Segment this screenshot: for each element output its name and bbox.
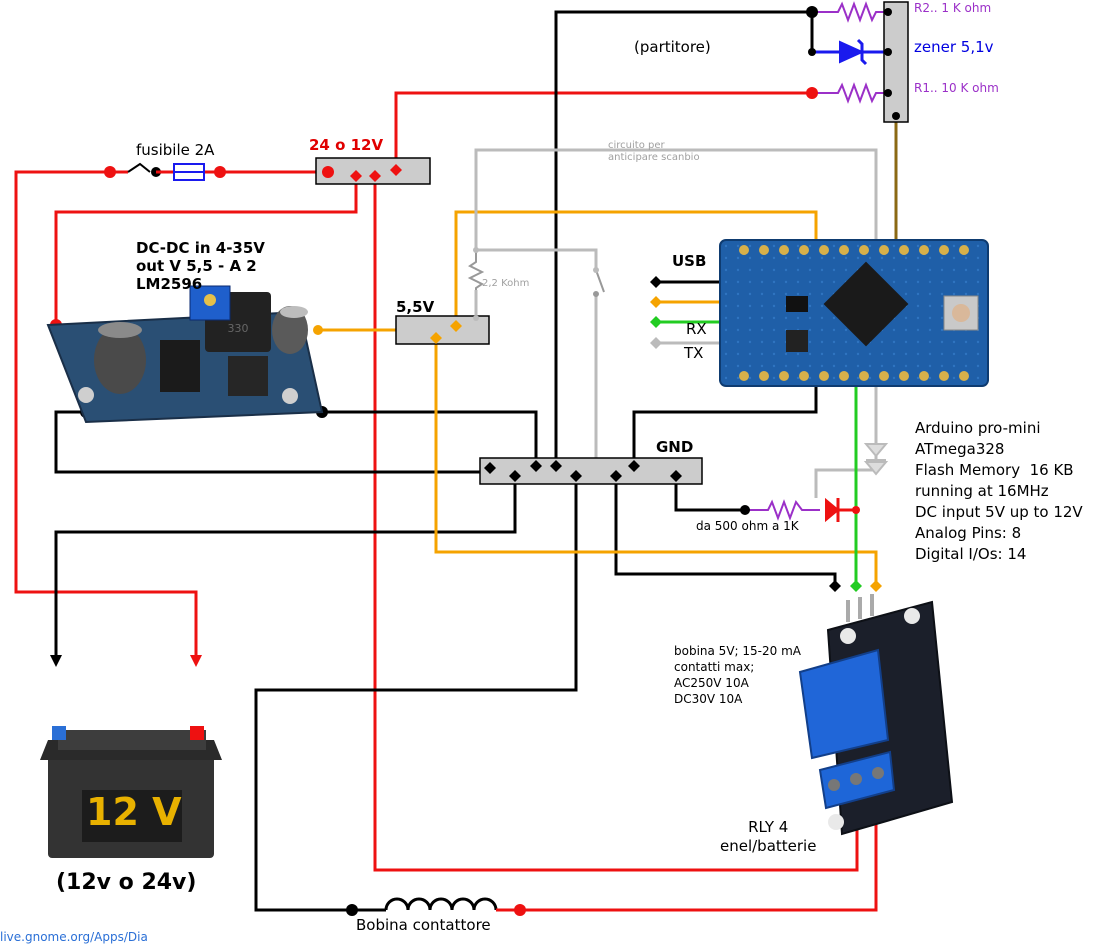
- rail-55v-label: 5,5V: [396, 298, 435, 316]
- wire-led-ground: [674, 477, 745, 512]
- flyback-diode: [863, 443, 889, 476]
- resistor-2k2: [467, 250, 485, 290]
- circuit-note-label: circuito per anticipare scanbio: [608, 140, 700, 163]
- partitore-label: (partitore): [634, 38, 711, 56]
- red-led: [825, 497, 856, 523]
- zener-label: zener 5,1v: [914, 38, 994, 56]
- wire-led-signal: [814, 372, 878, 498]
- components: [467, 1, 889, 523]
- relay-specs: bobina 5V; 15-20 mA contatti max; AC250V…: [674, 644, 801, 706]
- fuse: [110, 162, 220, 181]
- input-voltage-label: 24 o 12V: [309, 136, 384, 154]
- gnd-label: GND: [656, 438, 694, 456]
- usb-label: USB: [672, 252, 707, 270]
- wire-dcdc-ground2: [322, 410, 538, 465]
- zener-diode: [812, 38, 888, 66]
- divider-rail: [883, 1, 909, 123]
- wire-5v-to-arduino: [454, 210, 818, 325]
- switch: [593, 269, 605, 297]
- dcdc-label: DC-DC in 4-35V out V 5,5 - A 2 LM2596: [136, 239, 265, 293]
- rx-label: RX: [686, 320, 707, 338]
- battery-text: 12 V: [86, 790, 182, 834]
- wire-coil-ground: [254, 477, 578, 912]
- fuse-label: fusibile 2A: [136, 141, 215, 159]
- svg-text:330: 330: [228, 322, 249, 335]
- wire-input-to-dcdc: [54, 178, 358, 325]
- tx-label: TX: [684, 344, 704, 362]
- dcdc-module: 330: [46, 285, 324, 424]
- wire-dcdc-ground: [54, 410, 480, 474]
- wire-battery-ground: [54, 477, 517, 655]
- relay-module: [798, 594, 954, 836]
- wire-ground-top: [554, 10, 812, 465]
- rly-label: RLY 4 enel/batterie: [720, 818, 817, 855]
- battery: [40, 726, 222, 858]
- resistor-r1: [812, 82, 888, 104]
- wire-battery-plus-to-fuse: [14, 170, 198, 655]
- wire-rly-no-to-coil: [520, 818, 878, 912]
- r22-label: 2,2 Kohm: [482, 278, 530, 289]
- credit-link[interactable]: live.gnome.org/Apps/Dia: [0, 930, 148, 944]
- wire-switch-line: [476, 248, 598, 270]
- contactor-coil: [352, 897, 520, 912]
- resistor-r2: [812, 1, 888, 23]
- wire-arduino-gnd: [632, 375, 818, 465]
- wire-input-to-divider: [394, 91, 812, 170]
- r2-label: R2.. 1 K ohm: [914, 1, 992, 15]
- wire-5v-to-relay: [434, 338, 878, 588]
- rail-55v: [395, 315, 490, 345]
- resistor-led: [745, 499, 820, 521]
- arduino-specs: Arduino pro-mini ATmega328 Flash Memory …: [915, 419, 1083, 563]
- wire-input-to-rly-common: [373, 178, 859, 872]
- arduino-pro-mini: [719, 239, 989, 387]
- coil-label: Bobina contattore: [356, 916, 491, 934]
- led-resistor-label: da 500 ohm a 1K: [696, 519, 799, 533]
- r1-label: R1.. 10 K ohm: [914, 81, 999, 95]
- wire-anticipate: [474, 148, 878, 250]
- battery-caption: (12v o 24v): [56, 870, 197, 895]
